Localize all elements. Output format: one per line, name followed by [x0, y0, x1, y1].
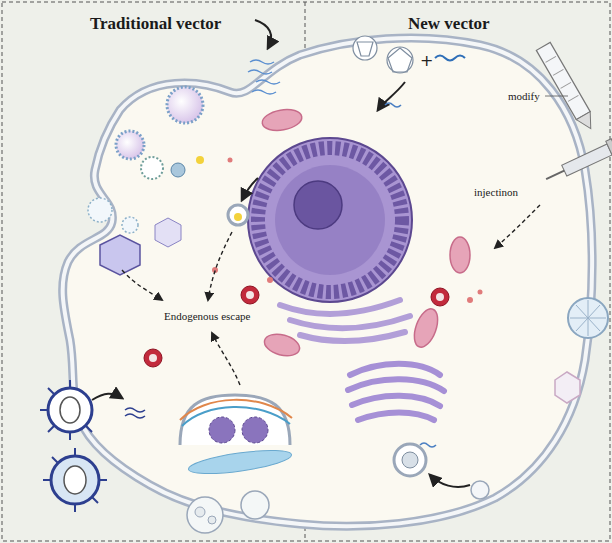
panel-heading: Traditional vector: [90, 15, 221, 34]
annotation-label: injectinon: [474, 186, 518, 198]
panel-heading: New vector: [408, 15, 490, 34]
annotation-label: modify: [508, 90, 540, 102]
process-label: Endogenous escape: [164, 310, 250, 322]
svg-text:+: +: [420, 51, 433, 70]
